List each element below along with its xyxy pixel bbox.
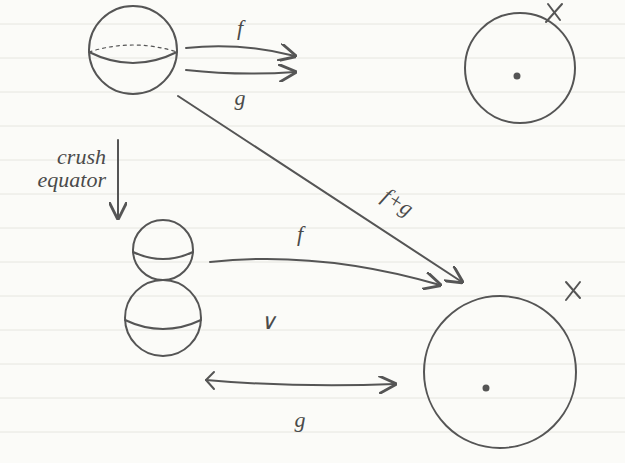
basepoint-tick (566, 282, 580, 300)
sphere (125, 280, 201, 356)
step-label: crush equator (14, 145, 106, 191)
map-arrow (186, 46, 295, 56)
point (515, 74, 520, 79)
point (484, 386, 489, 391)
wedge-symbol: ∨ (260, 310, 276, 333)
sphere (133, 220, 193, 280)
map-arrow (206, 380, 395, 385)
map-label: f (237, 16, 243, 39)
map-arrow (210, 259, 440, 285)
equator-back (89, 45, 177, 52)
map-label: g (235, 86, 246, 109)
notebook-lines (0, 24, 625, 432)
equator (133, 252, 193, 259)
equator (125, 320, 201, 329)
map-label: g (295, 408, 306, 431)
sphere (89, 6, 177, 94)
crush-arrow (117, 140, 119, 218)
map-label: f (297, 222, 303, 245)
basepoint-tick (546, 4, 562, 22)
map-arrow (186, 70, 295, 74)
map-arrow-tail (206, 372, 214, 389)
map-arrow (178, 96, 462, 282)
map-label: f+g (378, 184, 417, 221)
target-circle (424, 296, 576, 448)
equator (89, 52, 177, 63)
target-circle (465, 13, 575, 123)
